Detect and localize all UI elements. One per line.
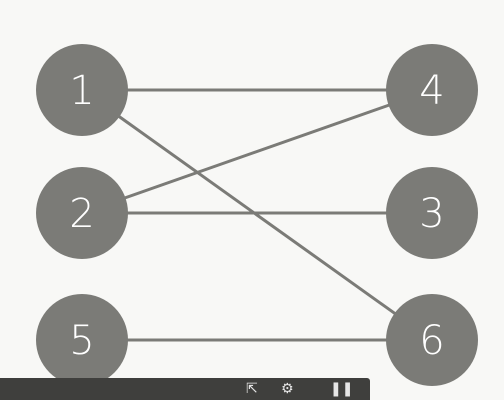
node-6: 6: [386, 294, 478, 386]
node-circle-4: [386, 44, 478, 136]
nodes-layer: 1 2 5 4 3 6: [36, 44, 478, 386]
node-circle-1: [36, 44, 128, 136]
edge-1-6: [81, 88, 433, 342]
node-4: 4: [386, 44, 478, 136]
node-label-6: 6: [419, 318, 444, 364]
node-2: 2: [36, 167, 128, 259]
cursor-icon[interactable]: ⇱: [246, 381, 258, 397]
edges-layer: [81, 88, 433, 342]
pause-icon[interactable]: ❚❚: [330, 381, 354, 397]
node-label-1: 1: [69, 68, 94, 114]
node-label-5: 5: [69, 318, 94, 364]
node-circle-5: [36, 294, 128, 386]
node-label-4: 4: [419, 68, 444, 114]
edge-2-4: [81, 88, 433, 215]
settings-icon[interactable]: ⚙: [281, 381, 294, 397]
node-circle-2: [36, 167, 128, 259]
video-player-bar[interactable]: ⇱ ⚙ ❚❚: [0, 378, 370, 400]
node-label-3: 3: [419, 191, 444, 237]
node-circle-3: [386, 167, 478, 259]
node-1: 1: [36, 44, 128, 136]
node-3: 3: [386, 167, 478, 259]
node-label-2: 2: [69, 191, 94, 237]
node-circle-6: [386, 294, 478, 386]
node-5: 5: [36, 294, 128, 386]
